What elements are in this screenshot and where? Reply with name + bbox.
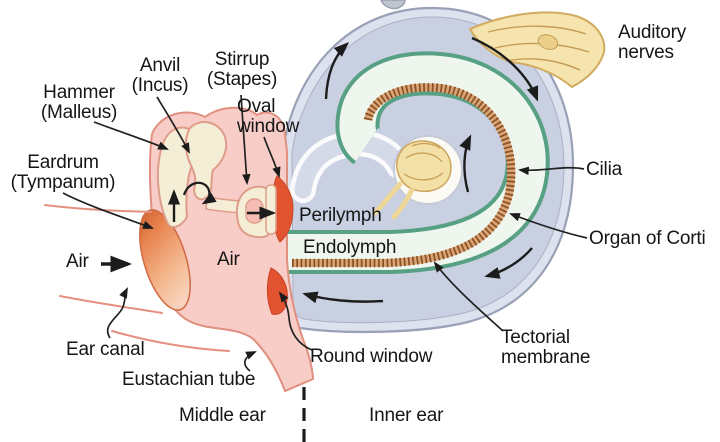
label-auditory-nerves: Auditory nerves	[618, 22, 687, 63]
eardrum-membrane	[139, 209, 191, 311]
organ-of-corti-pointer	[509, 213, 588, 239]
tectorial-pointer	[433, 261, 504, 332]
label-inner-ear-section: Inner ear	[369, 405, 444, 426]
label-ear-canal: Ear canal	[66, 339, 145, 360]
label-eardrum-tympanum: Eardrum (Tympanum)	[10, 152, 116, 193]
oval-window-pointer	[263, 136, 281, 178]
modiolus	[372, 135, 463, 220]
stirrup-pointer	[240, 94, 251, 186]
label-stirrup-stapes: Stirrup (Stapes)	[206, 49, 278, 90]
label-anvil-incus: Anvil (Incus)	[131, 55, 189, 96]
wave-arrow-bottom-left	[302, 291, 384, 304]
round-window-pointer	[278, 291, 313, 351]
label-organ-of-corti: Organ of Corti	[589, 228, 706, 249]
label-round-window: Round window	[310, 346, 433, 367]
label-connectors	[62, 94, 588, 372]
anvil-pointer	[156, 96, 190, 154]
label-middle-ear-section: Middle ear	[179, 405, 266, 426]
top-edge-structure	[380, 0, 406, 10]
label-cilia: Cilia	[586, 159, 622, 180]
sound-arrows-middle-ear	[101, 181, 277, 273]
eardrum-pointer	[62, 192, 154, 229]
eustachian-pointer	[243, 351, 257, 372]
label-eustachian-tube: Eustachian tube	[122, 369, 256, 390]
label-hammer-malleus: Hammer (Malleus)	[40, 82, 118, 123]
wave-arrow-up-left	[324, 42, 350, 100]
label-tectorial-membrane: Tectorial membrane	[501, 327, 591, 368]
label-perilymph: Perilymph	[299, 205, 382, 226]
label-air-middle-ear: Air	[217, 249, 240, 270]
label-air-outer: Air	[66, 251, 89, 272]
wave-arrow-center-up	[459, 134, 472, 193]
wave-arrow-down-right	[471, 36, 539, 102]
stapes-hole	[245, 198, 264, 224]
hammer-pointer	[93, 121, 169, 150]
wave-arrows-cochlea	[302, 36, 539, 304]
round-window	[266, 267, 288, 315]
ear-canal-pointer	[106, 287, 128, 339]
label-oval-window: Oval window	[237, 96, 300, 137]
label-endolymph: Endolymph	[303, 237, 397, 258]
tectorial-membrane-ribbon	[292, 83, 516, 268]
cilia-pointer	[517, 166, 585, 176]
stapes-footplate	[265, 184, 277, 235]
wave-arrow-bottom-inner	[484, 247, 533, 279]
incus-curve-arrow	[182, 181, 217, 205]
